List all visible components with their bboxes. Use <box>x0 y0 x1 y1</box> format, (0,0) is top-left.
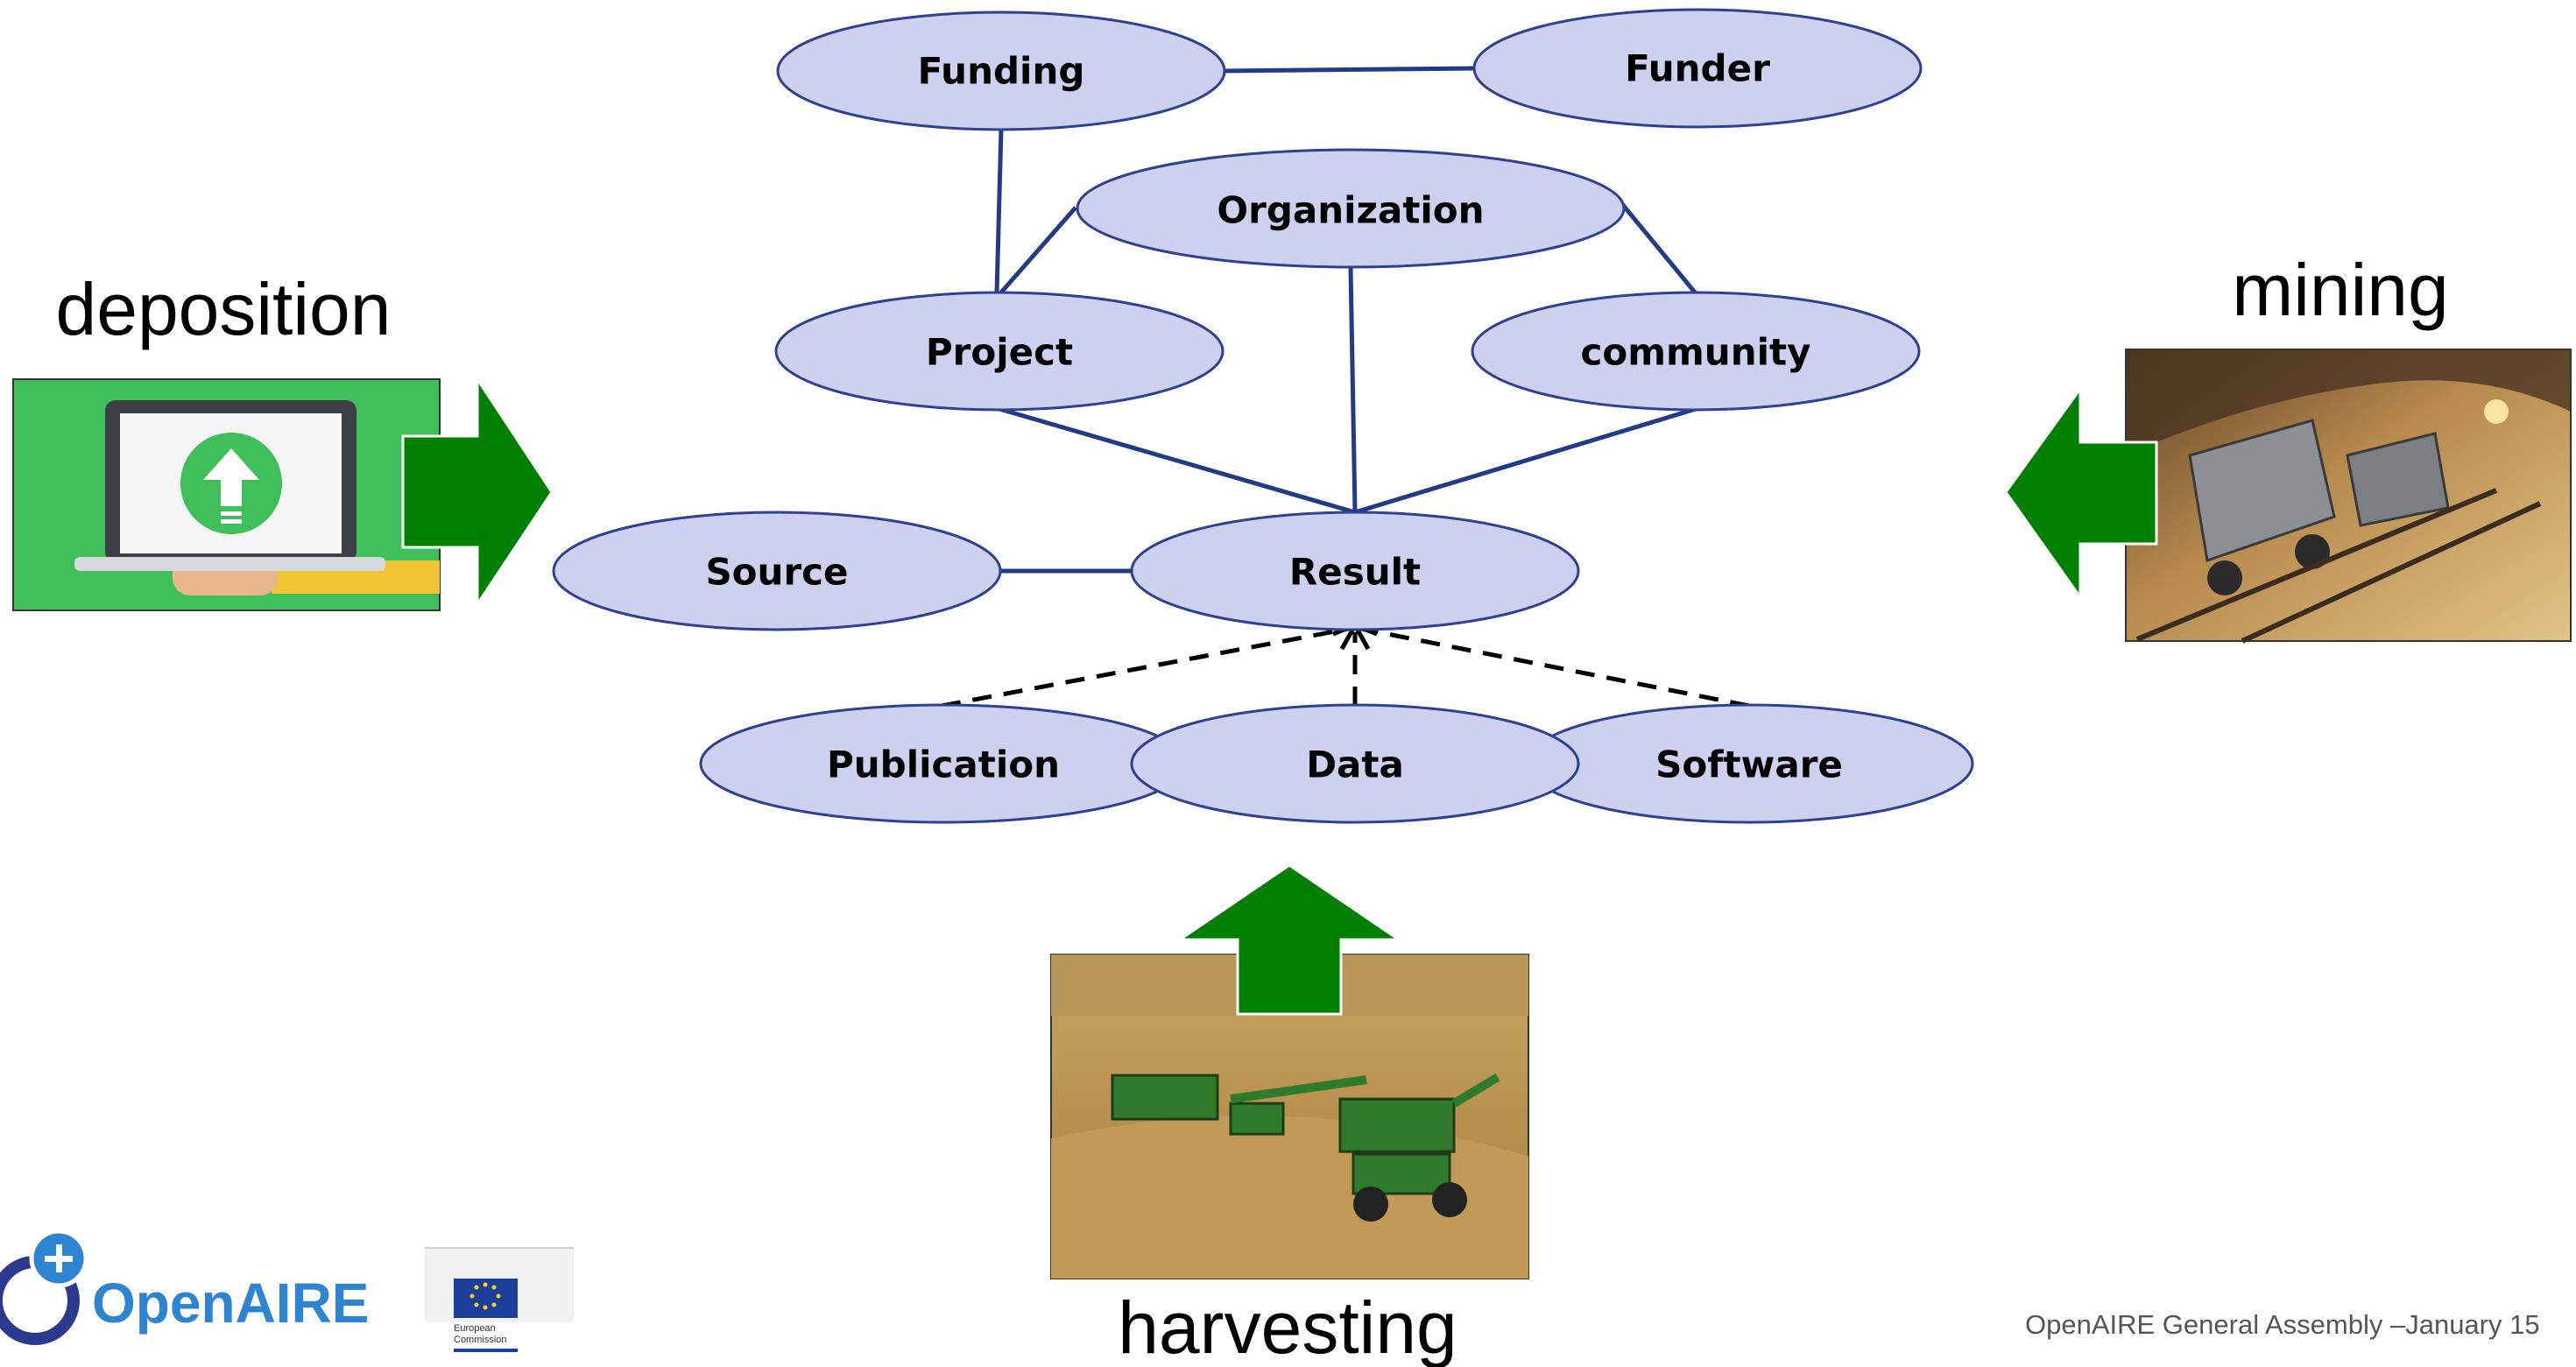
harvesting-arrow <box>1175 863 1403 1016</box>
edge-software-result <box>1360 626 1750 708</box>
label-result: Result <box>1289 551 1421 594</box>
edge-project-result <box>999 406 1356 515</box>
label-data: Data <box>1306 743 1404 786</box>
label-funder: Funder <box>1625 47 1770 90</box>
european-commission-logo: European Commission <box>425 1247 574 1352</box>
edge-funding-project <box>994 129 1004 294</box>
entity-edges <box>994 66 1697 574</box>
label-community: community <box>1581 331 1811 374</box>
edge-publication-result <box>941 626 1350 708</box>
label-source: Source <box>705 551 848 594</box>
edge-organization-community <box>1620 202 1697 295</box>
node-data <box>1130 703 1580 824</box>
footer-text: OpenAIRE General Assembly –January 15 <box>2025 1309 2540 1340</box>
deposition-image <box>12 378 441 611</box>
edge-community-result <box>1354 406 1697 515</box>
mining-label: mining <box>2232 249 2448 331</box>
deposition-arrow <box>401 374 554 609</box>
node-result <box>1130 511 1580 631</box>
node-source <box>552 511 1002 631</box>
harvesting-image <box>1050 954 1529 1279</box>
node-organization <box>1076 148 1626 269</box>
label-organization: Organization <box>1217 189 1484 232</box>
deposition-label: deposition <box>56 268 392 350</box>
node-funder <box>1472 8 1923 129</box>
edge-organization-project <box>999 206 1077 295</box>
node-project <box>774 291 1224 412</box>
openaire-logo-text: OpenAIRE <box>92 1272 369 1335</box>
edge-organization-result <box>1348 266 1358 513</box>
mining-arrow <box>2004 384 2158 602</box>
openaire-logo: OpenAIRE <box>0 1229 369 1345</box>
inheritance-edges <box>941 626 1750 708</box>
harvesting-label: harvesting <box>1118 1286 1457 1367</box>
label-publication: Publication <box>827 743 1060 786</box>
node-community <box>1471 291 1921 412</box>
label-funding: Funding <box>918 50 1085 93</box>
label-software: Software <box>1655 743 1843 786</box>
label-project: Project <box>926 331 1073 374</box>
ec-logo-line2: Commission <box>454 1335 507 1345</box>
node-funding <box>776 11 1226 131</box>
entity-nodes <box>552 8 1974 824</box>
edge-funding-funder <box>1221 66 1479 74</box>
mining-image <box>2125 349 2572 644</box>
upload-icon <box>180 433 282 534</box>
ec-logo-line1: European <box>454 1323 496 1334</box>
